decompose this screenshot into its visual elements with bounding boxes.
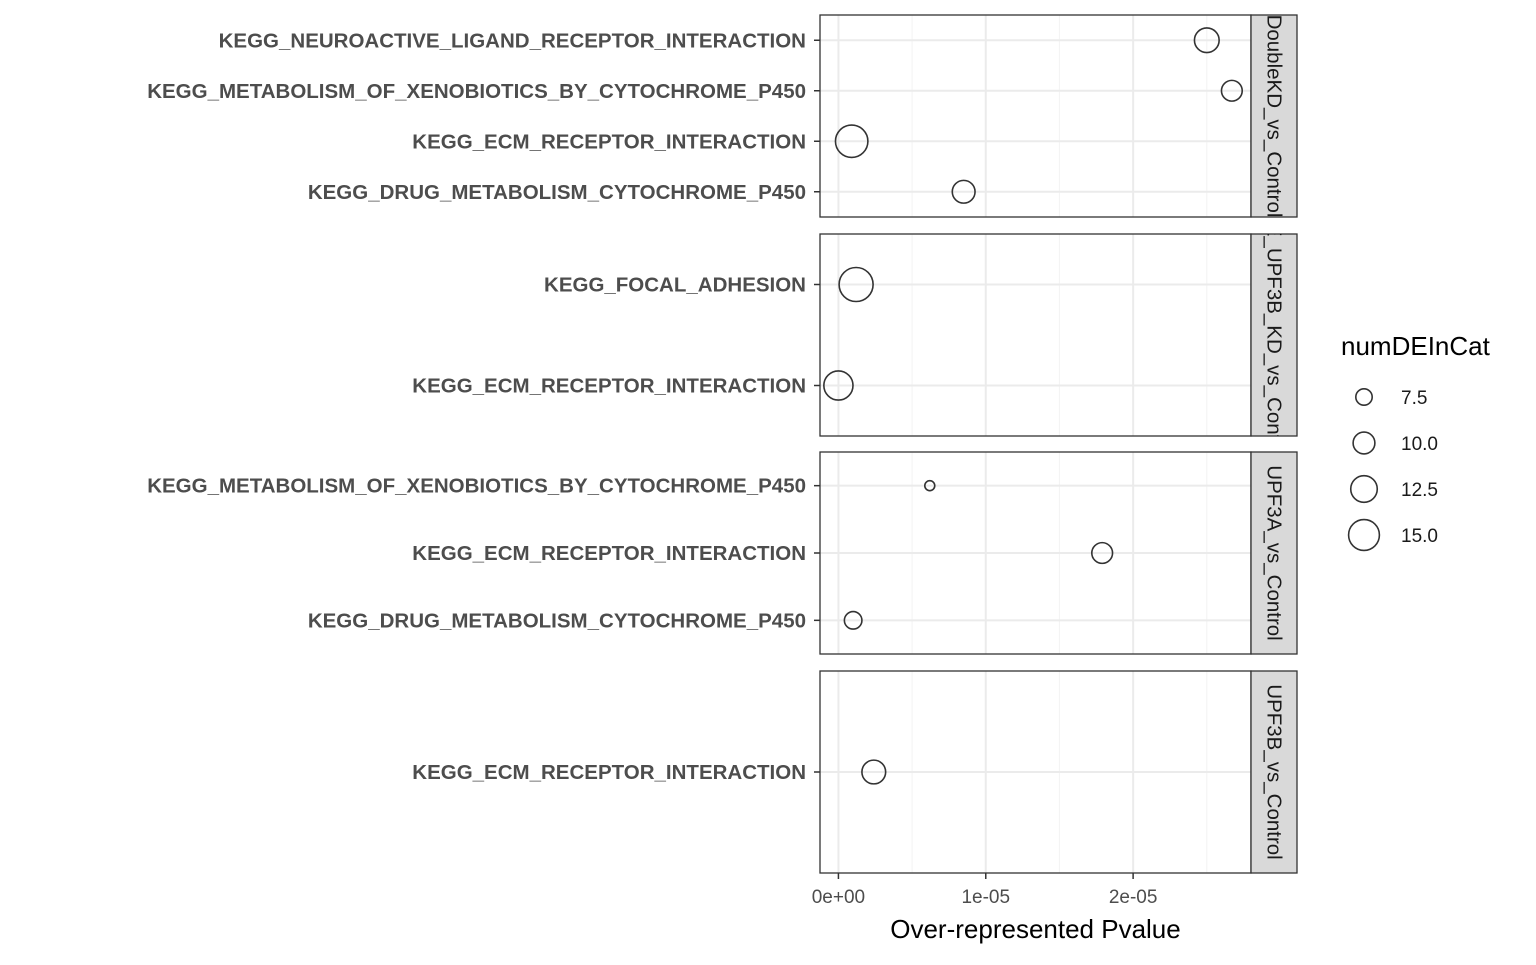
data-point [834, 124, 869, 159]
facet-strip-label: DoubleKD_vs_Control [1263, 15, 1286, 218]
facet-strip [1250, 670, 1298, 874]
legend-key [1349, 474, 1379, 504]
x-axis: 0e+00 1e-05 2e-05 [812, 873, 1158, 908]
x-tick-label: 2e-05 [1109, 887, 1158, 908]
legend-key [1355, 388, 1373, 406]
y-tick-label: KEGG_ECM_RECEPTOR_INTERACTION [412, 542, 806, 565]
facet-strip [1250, 233, 1298, 437]
legend-label: 12.5 [1401, 480, 1438, 501]
y-tick-label: KEGG_FOCAL_ADHESION [544, 274, 806, 297]
data-point [843, 610, 863, 630]
data-point [923, 479, 936, 492]
facet-panel: KEGG_ECM_RECEPTOR_INTERACTION UPF3B_vs_Co… [412, 670, 1298, 874]
legend-entry: 15.0 [1347, 518, 1438, 552]
data-point [1090, 541, 1114, 565]
y-tick-label: KEGG_DRUG_METABOLISM_CYTOCHROME_P450 [308, 609, 806, 632]
facet-strip-label: OE_UPF3B_KD_vs_Control [1263, 207, 1286, 463]
facet-strip [1250, 14, 1298, 218]
panels-layer: KEGG_NEUROACTIVE_LIGAND_RECEPTOR_INTERAC… [147, 14, 1298, 874]
legend-entry: 10.0 [1352, 431, 1438, 455]
data-point [823, 370, 854, 401]
data-point [951, 179, 976, 204]
panel-background [820, 234, 1251, 436]
legend-label: 7.5 [1401, 388, 1427, 409]
y-tick-label: KEGG_NEUROACTIVE_LIGAND_RECEPTOR_INTERAC… [219, 29, 806, 52]
y-tick-label: KEGG_DRUG_METABOLISM_CYTOCHROME_P450 [308, 181, 806, 204]
legend-key [1352, 431, 1376, 455]
x-tick-label: 0e+00 [812, 887, 865, 908]
facet-strip-label: UPF3B_vs_Control [1263, 684, 1286, 859]
x-axis-title: Over-represented Pvalue [890, 914, 1180, 944]
y-tick-label: KEGG_METABOLISM_OF_XENOBIOTICS_BY_CYTOCH… [147, 475, 806, 498]
size-legend: numDEInCat 7.5 10.0 12.5 15.0 [1341, 331, 1491, 552]
legend-key [1347, 518, 1381, 552]
data-point [1220, 79, 1244, 102]
x-tick-label: 1e-05 [961, 887, 1010, 908]
legend-entry: 12.5 [1349, 474, 1438, 504]
y-tick-label: KEGG_ECM_RECEPTOR_INTERACTION [412, 375, 806, 398]
facet-panel: KEGG_NEUROACTIVE_LIGAND_RECEPTOR_INTERAC… [147, 14, 1298, 218]
y-tick-label: KEGG_ECM_RECEPTOR_INTERACTION [412, 130, 806, 153]
y-tick-label: KEGG_ECM_RECEPTOR_INTERACTION [412, 761, 806, 784]
legend-label: 10.0 [1401, 434, 1438, 455]
legend-entry: 7.5 [1355, 388, 1427, 409]
y-tick-label: KEGG_METABOLISM_OF_XENOBIOTICS_BY_CYTOCH… [147, 80, 806, 103]
legend-label: 15.0 [1401, 526, 1438, 547]
facet-strip-label: UPF3A_vs_Control [1263, 465, 1286, 640]
legend-title: numDEInCat [1341, 331, 1491, 361]
panel-background [820, 15, 1251, 217]
data-point [861, 759, 887, 785]
data-point [1193, 27, 1220, 54]
data-point [838, 266, 874, 303]
facet-panel: KEGG_FOCAL_ADHESION KEGG_ECM_RECEPTOR_INT… [412, 207, 1298, 463]
facet-strip [1250, 451, 1298, 655]
facet-panel: KEGG_METABOLISM_OF_XENOBIOTICS_BY_CYTOCH… [147, 451, 1298, 655]
